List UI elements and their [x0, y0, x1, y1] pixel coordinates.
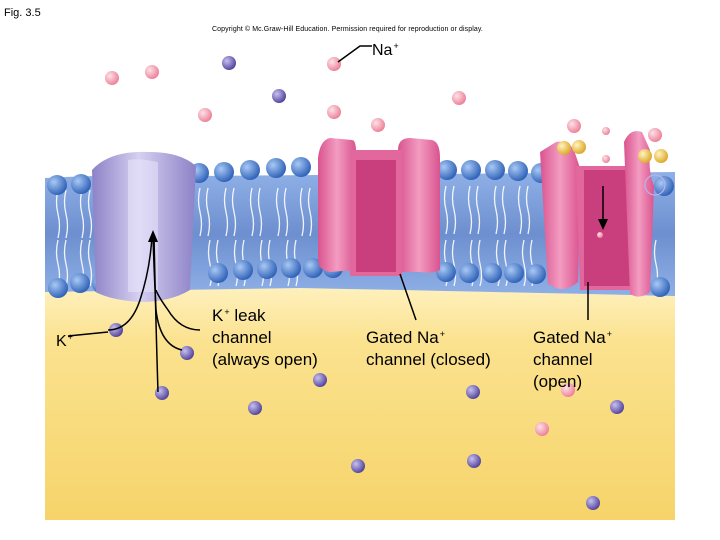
gated-na-open-label: Gated Na+ channel (open): [533, 328, 613, 391]
gate-ball: [638, 149, 652, 163]
gated-na-closed-label: Gated Na+ channel (closed): [366, 328, 491, 369]
copyright-notice: Copyright © Mc.Graw-Hill Education. Perm…: [212, 26, 483, 33]
k-efflux-arrow-1: [107, 235, 153, 331]
arrowhead-down: [598, 219, 608, 230]
k-pointer-line: [67, 331, 109, 337]
gated-na-channel-open: [540, 131, 668, 297]
gate-ball: [654, 149, 668, 163]
gated-na-channel-closed: [318, 138, 440, 276]
gate-ball-outline: [644, 174, 666, 196]
k-leak-channel-label: K+ leak channel (always open): [212, 306, 318, 369]
gate-ball: [572, 140, 586, 154]
phospholipid-heads-inner: [48, 258, 670, 298]
k-ions: [109, 56, 624, 510]
k-efflux-arrow-3: [153, 235, 159, 393]
na-pointer-line: [337, 45, 372, 63]
k-leak-channel: [92, 151, 196, 302]
arrowhead-up: [148, 230, 158, 242]
intracellular-fluid: [45, 282, 675, 520]
leader-lines: [67, 45, 604, 393]
k-ion-label: K+: [56, 332, 73, 350]
k-leak-pointer: [155, 289, 201, 331]
na-ion-label: Na+: [372, 41, 399, 59]
na-ions: [105, 57, 662, 436]
gate-ball: [557, 141, 571, 155]
figure-label: Fig. 3.5: [4, 7, 41, 19]
na-closed-pointer: [399, 273, 417, 321]
